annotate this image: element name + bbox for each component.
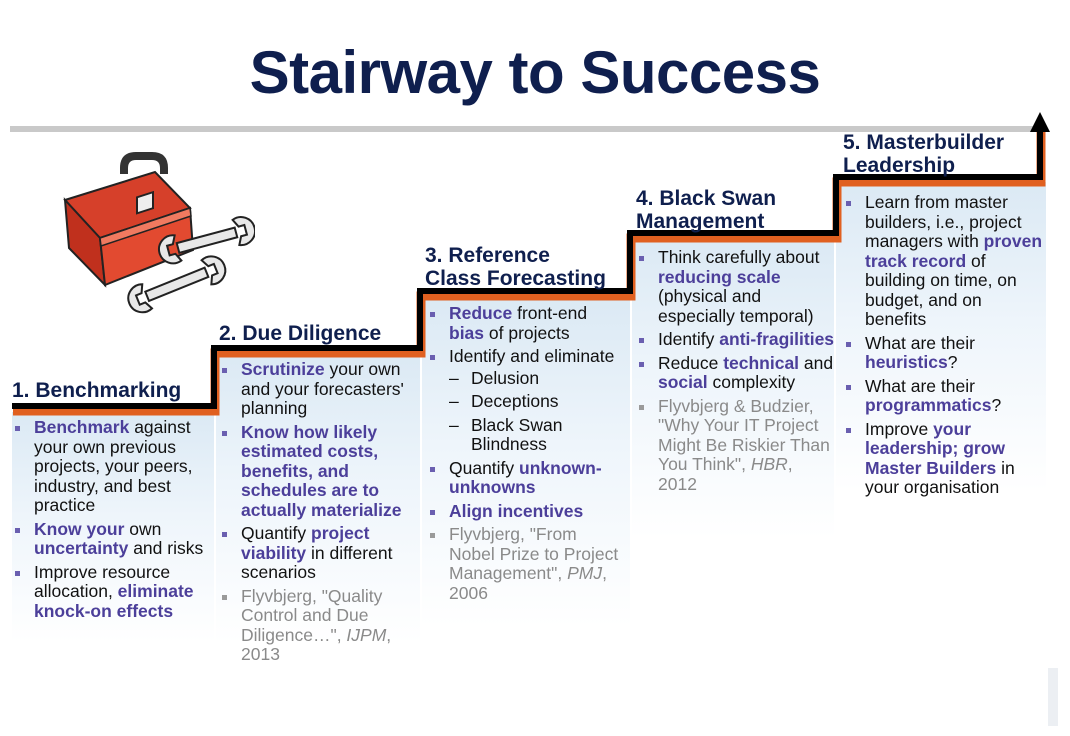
toolbox-icon	[63, 152, 255, 314]
highlight-text: unknown-unknowns	[449, 457, 602, 497]
bullet-item: Reduce front-end bias of projects	[427, 303, 627, 343]
step-4-bullets: Think carefully about reducing scale (ph…	[636, 247, 836, 498]
bullet-text: ?	[991, 395, 1002, 415]
highlight-text: Align incentives	[449, 500, 584, 521]
bullet-text: What are their	[865, 332, 975, 353]
bullet-text: Flyvbjerg, "Quality Control and Due Dili…	[241, 585, 383, 645]
bullet-text: of building on time, on budget, and on b…	[865, 250, 1017, 329]
highlight-text: technical	[723, 352, 800, 373]
step-4-glow	[632, 238, 834, 538]
bullet-text: Think carefully about	[658, 247, 820, 267]
step-1-bullets: Benchmark against your own previous proj…	[12, 417, 217, 625]
sub-item: Delusion	[449, 368, 627, 389]
bullet-text: and	[799, 352, 834, 373]
step-5-title: 5. Masterbuilder Leadership	[843, 131, 1005, 177]
bullet-item: Flyvbjerg & Budzier, "Why Your IT Projec…	[636, 395, 836, 495]
bullet-item: What are their programmatics?	[843, 375, 1043, 416]
sub-item: Deceptions	[449, 391, 627, 412]
step-3-title: 3. Reference Class Forecasting	[425, 244, 606, 290]
bullet-item: Know your own uncertainty and risks	[12, 518, 217, 559]
bullet-text: Quantify	[241, 523, 312, 543]
highlight-text: your leadership; grow Master Builders	[865, 418, 1006, 478]
bullet-item: Think carefully about reducing scale (ph…	[636, 247, 836, 326]
bullet-text: Learn from master builders, i.e., projec…	[865, 192, 1022, 251]
bullet-item: Improve resource allocation, eliminate k…	[12, 561, 217, 622]
bullet-text: What are their	[865, 375, 975, 396]
highlight-text: Benchmark	[34, 417, 130, 437]
bullet-item: Scrutinize your own and your forecasters…	[219, 359, 419, 419]
highlight-text: social	[658, 372, 708, 392]
step-3-glow	[422, 296, 630, 626]
bullet-item: Quantify unknown-unknowns	[427, 457, 627, 498]
bullet-text: Reduce	[658, 352, 724, 373]
sub-item: Black Swan Blindness	[449, 415, 627, 455]
bullet-text: HBR	[750, 454, 788, 474]
bullet-text: (physical and especially temporal)	[658, 286, 814, 326]
highlight-text: reducing scale	[658, 266, 781, 287]
bullet-text: , 2006	[449, 563, 607, 603]
bullet-text: in your organisation	[865, 457, 1015, 497]
bullet-item: What are their heuristics?	[843, 332, 1043, 373]
bullet-text: PMJ	[567, 563, 603, 583]
bullet-item: Improve your leadership; grow Master Bui…	[843, 418, 1043, 498]
highlight-text: Know your	[34, 518, 125, 539]
bullet-text: Flyvbjerg & Budzier, "Why Your IT Projec…	[658, 395, 830, 474]
bullet-text: Improve resource allocation,	[34, 561, 171, 601]
step-2-bullets: Scrutinize your own and your forecasters…	[219, 359, 419, 669]
bullet-item: Reduce technical and social complexity	[636, 352, 836, 393]
highlight-text: project viability	[241, 523, 370, 563]
bullet-text: ?	[947, 352, 958, 372]
step-2-glow	[216, 353, 420, 643]
bullet-item: Identify anti-fragilities	[636, 329, 836, 350]
highlight-text: heuristics	[865, 352, 948, 372]
bullet-text: IJPM	[346, 624, 387, 645]
bullet-item: Align incentives	[427, 500, 627, 522]
sub-list: DelusionDeceptionsBlack Swan Blindness	[449, 368, 627, 455]
step-4-title: 4. Black Swan Management	[636, 187, 777, 233]
bullet-item: Flyvbjerg, "From Nobel Prize to Project …	[427, 524, 627, 603]
bullet-item: Learn from master builders, i.e., projec…	[843, 192, 1043, 330]
highlight-text: bias	[449, 322, 485, 343]
bullet-text: your own and your forecasters' planning	[241, 359, 404, 418]
bullet-item: Quantify project viability in different …	[219, 523, 419, 583]
bullet-text: Improve	[865, 418, 934, 439]
highlight-text: anti-fragilities	[719, 329, 835, 349]
bullet-text: Identify	[658, 329, 720, 349]
bullet-text: front-end	[512, 303, 588, 323]
bullet-text: of projects	[484, 322, 570, 343]
bullet-text: against your own previous projects, your…	[34, 417, 193, 515]
bullet-text: complexity	[707, 372, 796, 392]
highlight-text: proven track record	[865, 231, 1043, 271]
highlight-text: uncertainty	[34, 538, 129, 558]
highlight-text: eliminate knock-on effects	[34, 581, 194, 621]
highlight-text: programmatics	[865, 395, 992, 415]
bullet-text: own	[124, 518, 162, 539]
scroll-indicator	[1048, 668, 1058, 726]
highlight-text: Know how likely estimated costs, benefit…	[241, 421, 402, 520]
bullet-text: and risks	[128, 538, 204, 558]
bullet-item: Benchmark against your own previous proj…	[12, 417, 217, 516]
step-5-bullets: Learn from master builders, i.e., projec…	[843, 192, 1043, 502]
step-2-title: 2. Due Diligence	[219, 322, 382, 345]
wrench-icon	[127, 216, 255, 314]
bullet-text: , 2013	[241, 624, 392, 664]
bullet-text: in different scenarios	[241, 542, 393, 582]
bullet-item: Flyvbjerg, "Quality Control and Due Dili…	[219, 585, 419, 665]
bullet-text: Quantify	[449, 457, 520, 478]
step-1-glow	[12, 412, 214, 642]
bullet-item: Identify and eliminateDelusionDeceptions…	[427, 346, 627, 455]
bullet-text: , 2012	[658, 454, 793, 494]
page-title: Stairway to Success	[249, 39, 821, 106]
arrow-up-icon	[1030, 112, 1050, 132]
step-1-title: 1. Benchmarking	[12, 379, 182, 402]
bullet-text: Identify and eliminate	[449, 346, 615, 366]
bullet-text: Flyvbjerg, "From Nobel Prize to Project …	[449, 524, 619, 583]
step-5-glow	[836, 182, 1046, 492]
highlight-text: Scrutinize	[241, 359, 325, 379]
title-divider	[10, 126, 1040, 132]
highlight-text: Reduce	[449, 303, 513, 323]
bullet-item: Know how likely estimated costs, benefit…	[219, 421, 419, 521]
